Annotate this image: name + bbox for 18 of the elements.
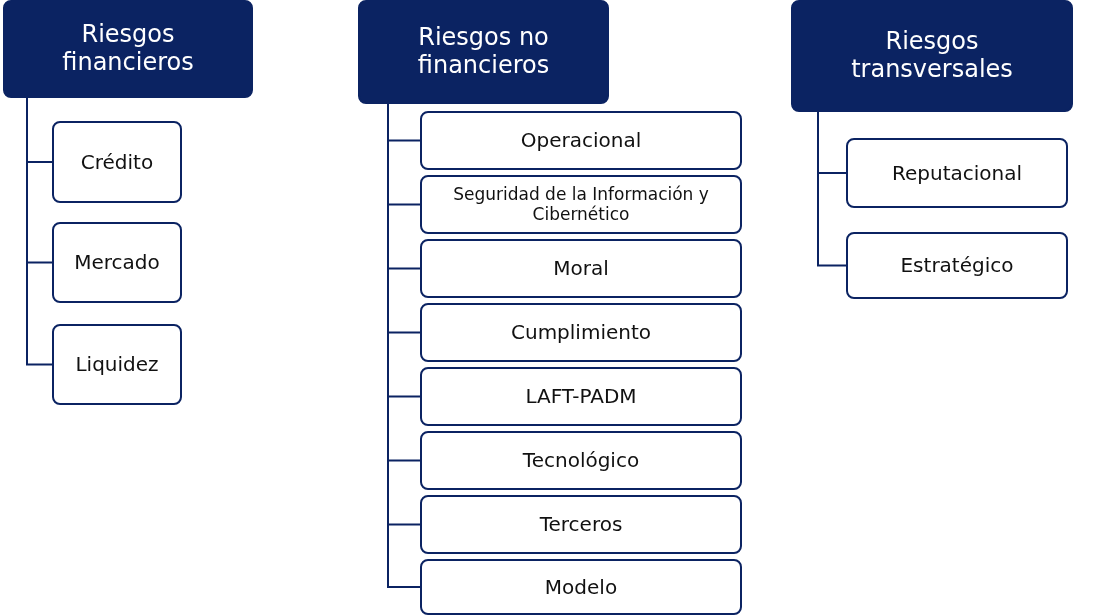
risk-box: Crédito: [52, 121, 182, 203]
risk-box: Tecnológico: [420, 431, 742, 490]
connector-line: [817, 111, 847, 267]
category-box: Riesgos financieros: [3, 0, 253, 98]
category-box: Riesgos no financieros: [358, 0, 609, 104]
risk-box: Terceros: [420, 495, 742, 554]
risk-box: Operacional: [420, 111, 742, 170]
connector-line: [26, 97, 53, 366]
risk-box: Seguridad de la Información y Cibernético: [420, 175, 742, 234]
category-box: Riesgos transversales: [791, 0, 1073, 112]
risk-box: Estratégico: [846, 232, 1068, 299]
risk-box: Reputacional: [846, 138, 1068, 208]
risk-box: Liquidez: [52, 324, 182, 405]
risk-box: Moral: [420, 239, 742, 298]
risk-box: Mercado: [52, 222, 182, 303]
risk-box: LAFT-PADM: [420, 367, 742, 426]
risk-box: Modelo: [420, 559, 742, 615]
risk-box: Cumplimiento: [420, 303, 742, 362]
